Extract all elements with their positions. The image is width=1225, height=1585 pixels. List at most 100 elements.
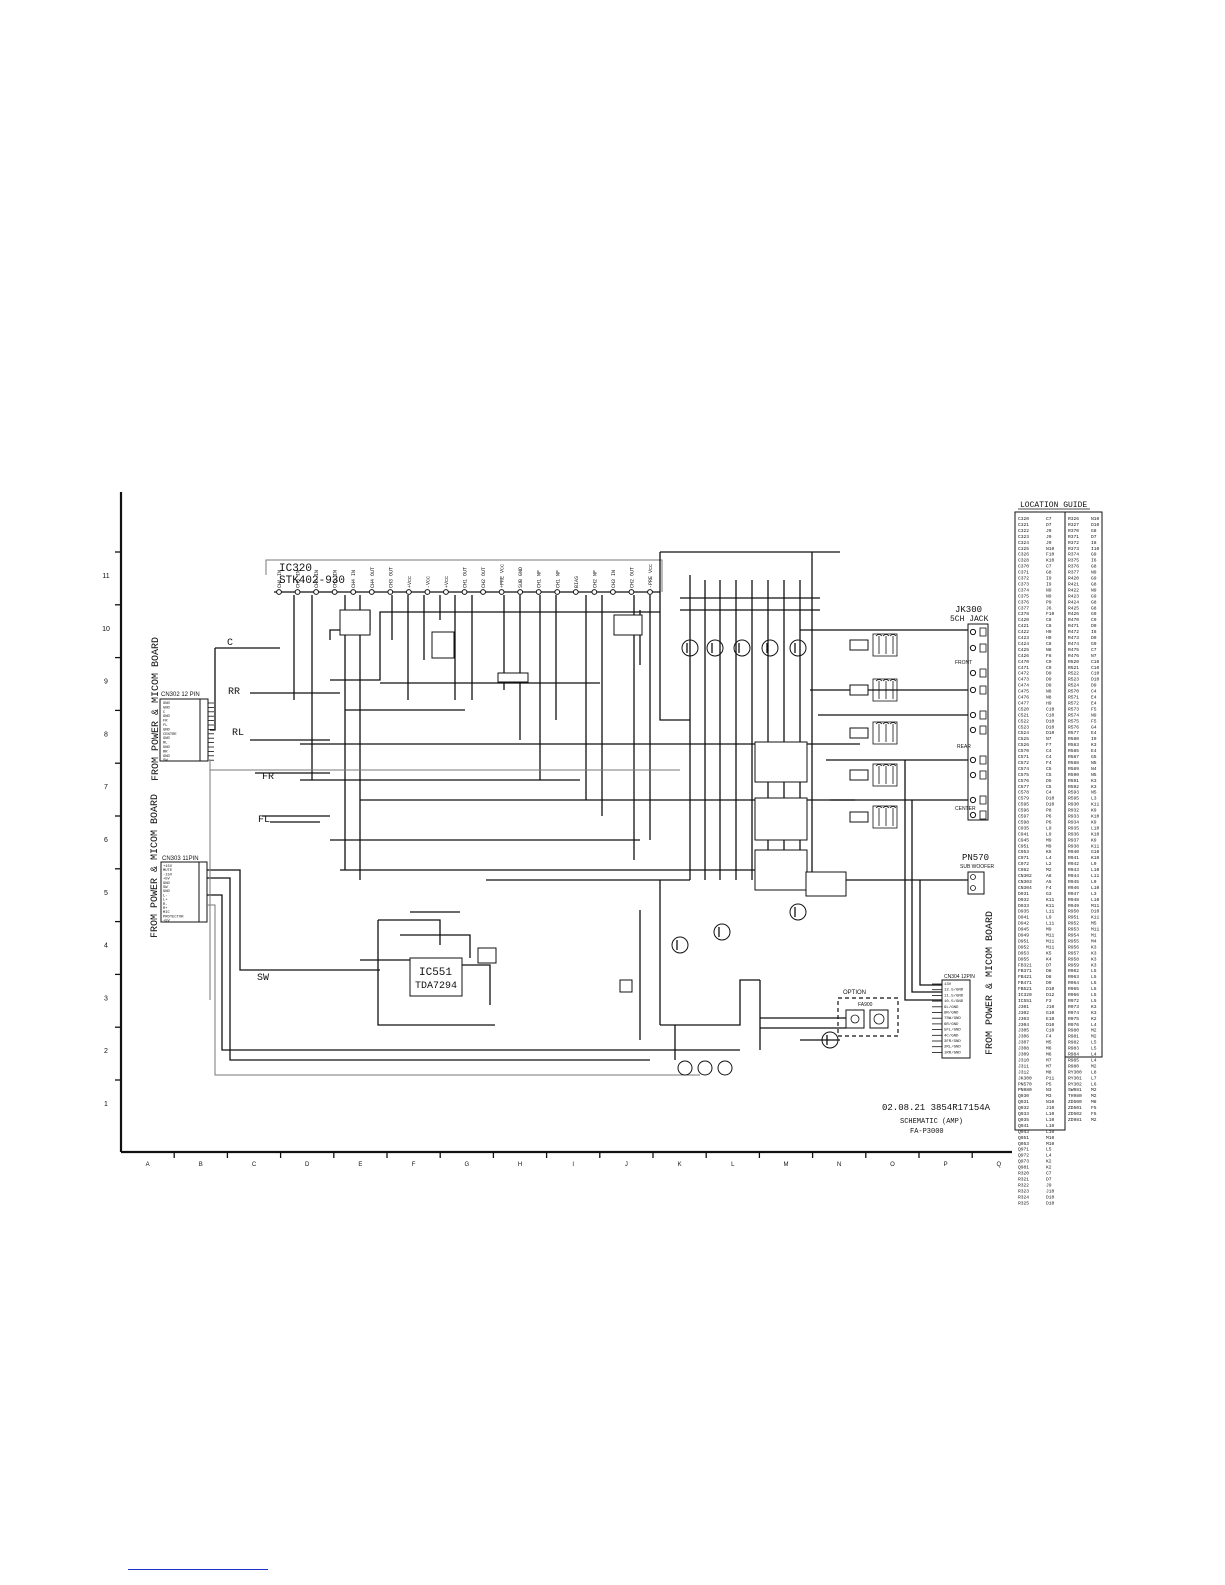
guide-loc: I6 xyxy=(1091,558,1097,564)
guide-loc: D10 xyxy=(1046,1022,1055,1028)
guide-loc: K9 xyxy=(1091,808,1097,814)
jack-terminal xyxy=(969,686,977,694)
guide-loc: K5 xyxy=(1046,849,1052,855)
ic320-pin xyxy=(535,589,542,595)
guide-ref: C324 xyxy=(1018,540,1029,546)
ic320-pin-label: +PRE Vcc xyxy=(500,564,506,588)
guide-loc: F10 xyxy=(1046,611,1055,617)
guide-ref: R591 xyxy=(1068,778,1079,784)
filter-inductor xyxy=(889,722,897,725)
model-label: FA-P3000 xyxy=(910,1128,944,1136)
guide-loc: C5 xyxy=(1046,766,1052,772)
row-label-8: 8 xyxy=(104,731,108,738)
guide-ref: Q953 xyxy=(1018,1141,1029,1147)
transistor-symbol xyxy=(717,1060,733,1076)
guide-ref: R573 xyxy=(1068,706,1079,712)
guide-loc: M6 xyxy=(1046,1052,1052,1058)
cn303-pin-label: R- xyxy=(163,903,168,907)
cn302-pin-label: GND xyxy=(163,715,171,719)
col-label-O: O xyxy=(890,1162,895,1168)
cn304-connector: CN304 12PIN 13V12.5/GND11.5/GND10.5/GND9… xyxy=(904,760,975,1059)
guide-ref: R941 xyxy=(1068,855,1079,861)
guide-loc: N3 xyxy=(1046,1087,1052,1093)
ic320-pin xyxy=(554,589,561,595)
jack-terminal xyxy=(969,628,977,636)
guide-ref: R580 xyxy=(1068,736,1079,742)
guide-loc: P6 xyxy=(1046,819,1052,825)
guide-ref: R476 xyxy=(1068,653,1079,659)
guide-loc: M8 xyxy=(1046,1069,1052,1075)
guide-loc: M6 xyxy=(1046,1046,1052,1052)
jack-terminal xyxy=(969,796,977,804)
guide-ref: C571 xyxy=(1018,754,1029,760)
guide-ref: R372 xyxy=(1068,540,1079,546)
guide-ref: R944 xyxy=(1068,873,1079,879)
guide-ref: C951 xyxy=(1018,843,1029,849)
ic320-pin-label: CH3 IN xyxy=(333,570,339,588)
cn304-pin-label: 5FL/GND xyxy=(944,1028,961,1033)
guide-ref: C421 xyxy=(1018,623,1029,629)
filter-inductor xyxy=(875,722,883,725)
guide-ref: R375 xyxy=(1068,558,1079,564)
guide-ref: R376 xyxy=(1068,564,1079,570)
guide-ref: R523 xyxy=(1068,677,1079,683)
guide-ref: Q973 xyxy=(1018,1159,1029,1165)
guide-ref: R521 xyxy=(1068,665,1079,671)
guide-ref: J310 xyxy=(1018,1057,1029,1063)
guide-ref: CN303 xyxy=(1018,879,1032,885)
cn302-pin-label: RR xyxy=(163,750,168,754)
ic320-pin xyxy=(443,589,449,595)
guide-ref: R930 xyxy=(1068,802,1079,808)
guide-loc: K3 xyxy=(1091,1004,1097,1010)
guide-loc: L9 xyxy=(1046,825,1052,831)
guide-ref: R946 xyxy=(1068,885,1079,891)
guide-loc: L4 xyxy=(1091,1057,1097,1063)
guide-ref: R980 xyxy=(1068,1028,1079,1034)
guide-ref: R571 xyxy=(1068,695,1079,701)
guide-ref: CN304 xyxy=(1018,885,1032,891)
guide-loc: K2 xyxy=(1046,1159,1052,1165)
guide-ref: R973 xyxy=(1068,1004,1079,1010)
guide-loc: C7 xyxy=(1046,516,1052,522)
guide-loc: L5 xyxy=(1091,974,1097,980)
guide-loc: G9 xyxy=(1091,576,1097,582)
filter-inductor xyxy=(882,679,890,682)
ic320-pin xyxy=(480,589,486,595)
guide-ref: R932 xyxy=(1068,808,1079,814)
guide-loc: L5 xyxy=(1091,998,1097,1004)
cn302-pin-label: GND xyxy=(163,702,171,706)
cn302-pin-label: FL xyxy=(163,724,168,728)
guide-ref: R934 xyxy=(1068,819,1079,825)
footer-link-underline[interactable] xyxy=(128,1569,268,1570)
guide-loc: K11 xyxy=(1091,915,1100,921)
ic551-ref: IC551 xyxy=(419,967,452,979)
guide-ref: RY302 xyxy=(1068,1081,1082,1087)
guide-ref: Q930 xyxy=(1018,1093,1029,1099)
jack-contact xyxy=(979,795,987,805)
guide-loc: L9 xyxy=(1091,861,1097,867)
guide-loc: E4 xyxy=(1091,700,1097,706)
guide-ref: C423 xyxy=(1018,635,1029,641)
guide-ref: C526 xyxy=(1018,742,1029,748)
guide-ref: R964 xyxy=(1068,980,1079,986)
guide-loc: D9 xyxy=(1091,635,1097,641)
guide-ref: R575 xyxy=(1068,718,1079,724)
guide-ref: C935 xyxy=(1018,825,1029,831)
ic320-pin xyxy=(461,589,468,595)
guide-ref: R326 xyxy=(1068,516,1079,522)
ic320-pin-label: -Vcc xyxy=(425,576,431,588)
guide-ref: J309 xyxy=(1018,1052,1029,1058)
center-label: CENTER xyxy=(955,806,976,812)
location-guide-title: LOCATION GUIDE xyxy=(1020,501,1087,510)
cn302-pin-label: GND xyxy=(163,728,171,732)
guide-ref: D952 xyxy=(1018,944,1029,950)
jack-terminal xyxy=(969,669,977,677)
guide-ref: D933 xyxy=(1018,903,1029,909)
guide-ref: R420 xyxy=(1068,576,1079,582)
jack-terminal xyxy=(969,711,977,719)
guide-ref: PN570 xyxy=(1018,1081,1032,1087)
filter-inductor xyxy=(882,806,890,809)
col-label-J: J xyxy=(625,1162,628,1168)
guide-ref: D942 xyxy=(1018,921,1029,927)
guide-loc: I9 xyxy=(1091,736,1097,742)
